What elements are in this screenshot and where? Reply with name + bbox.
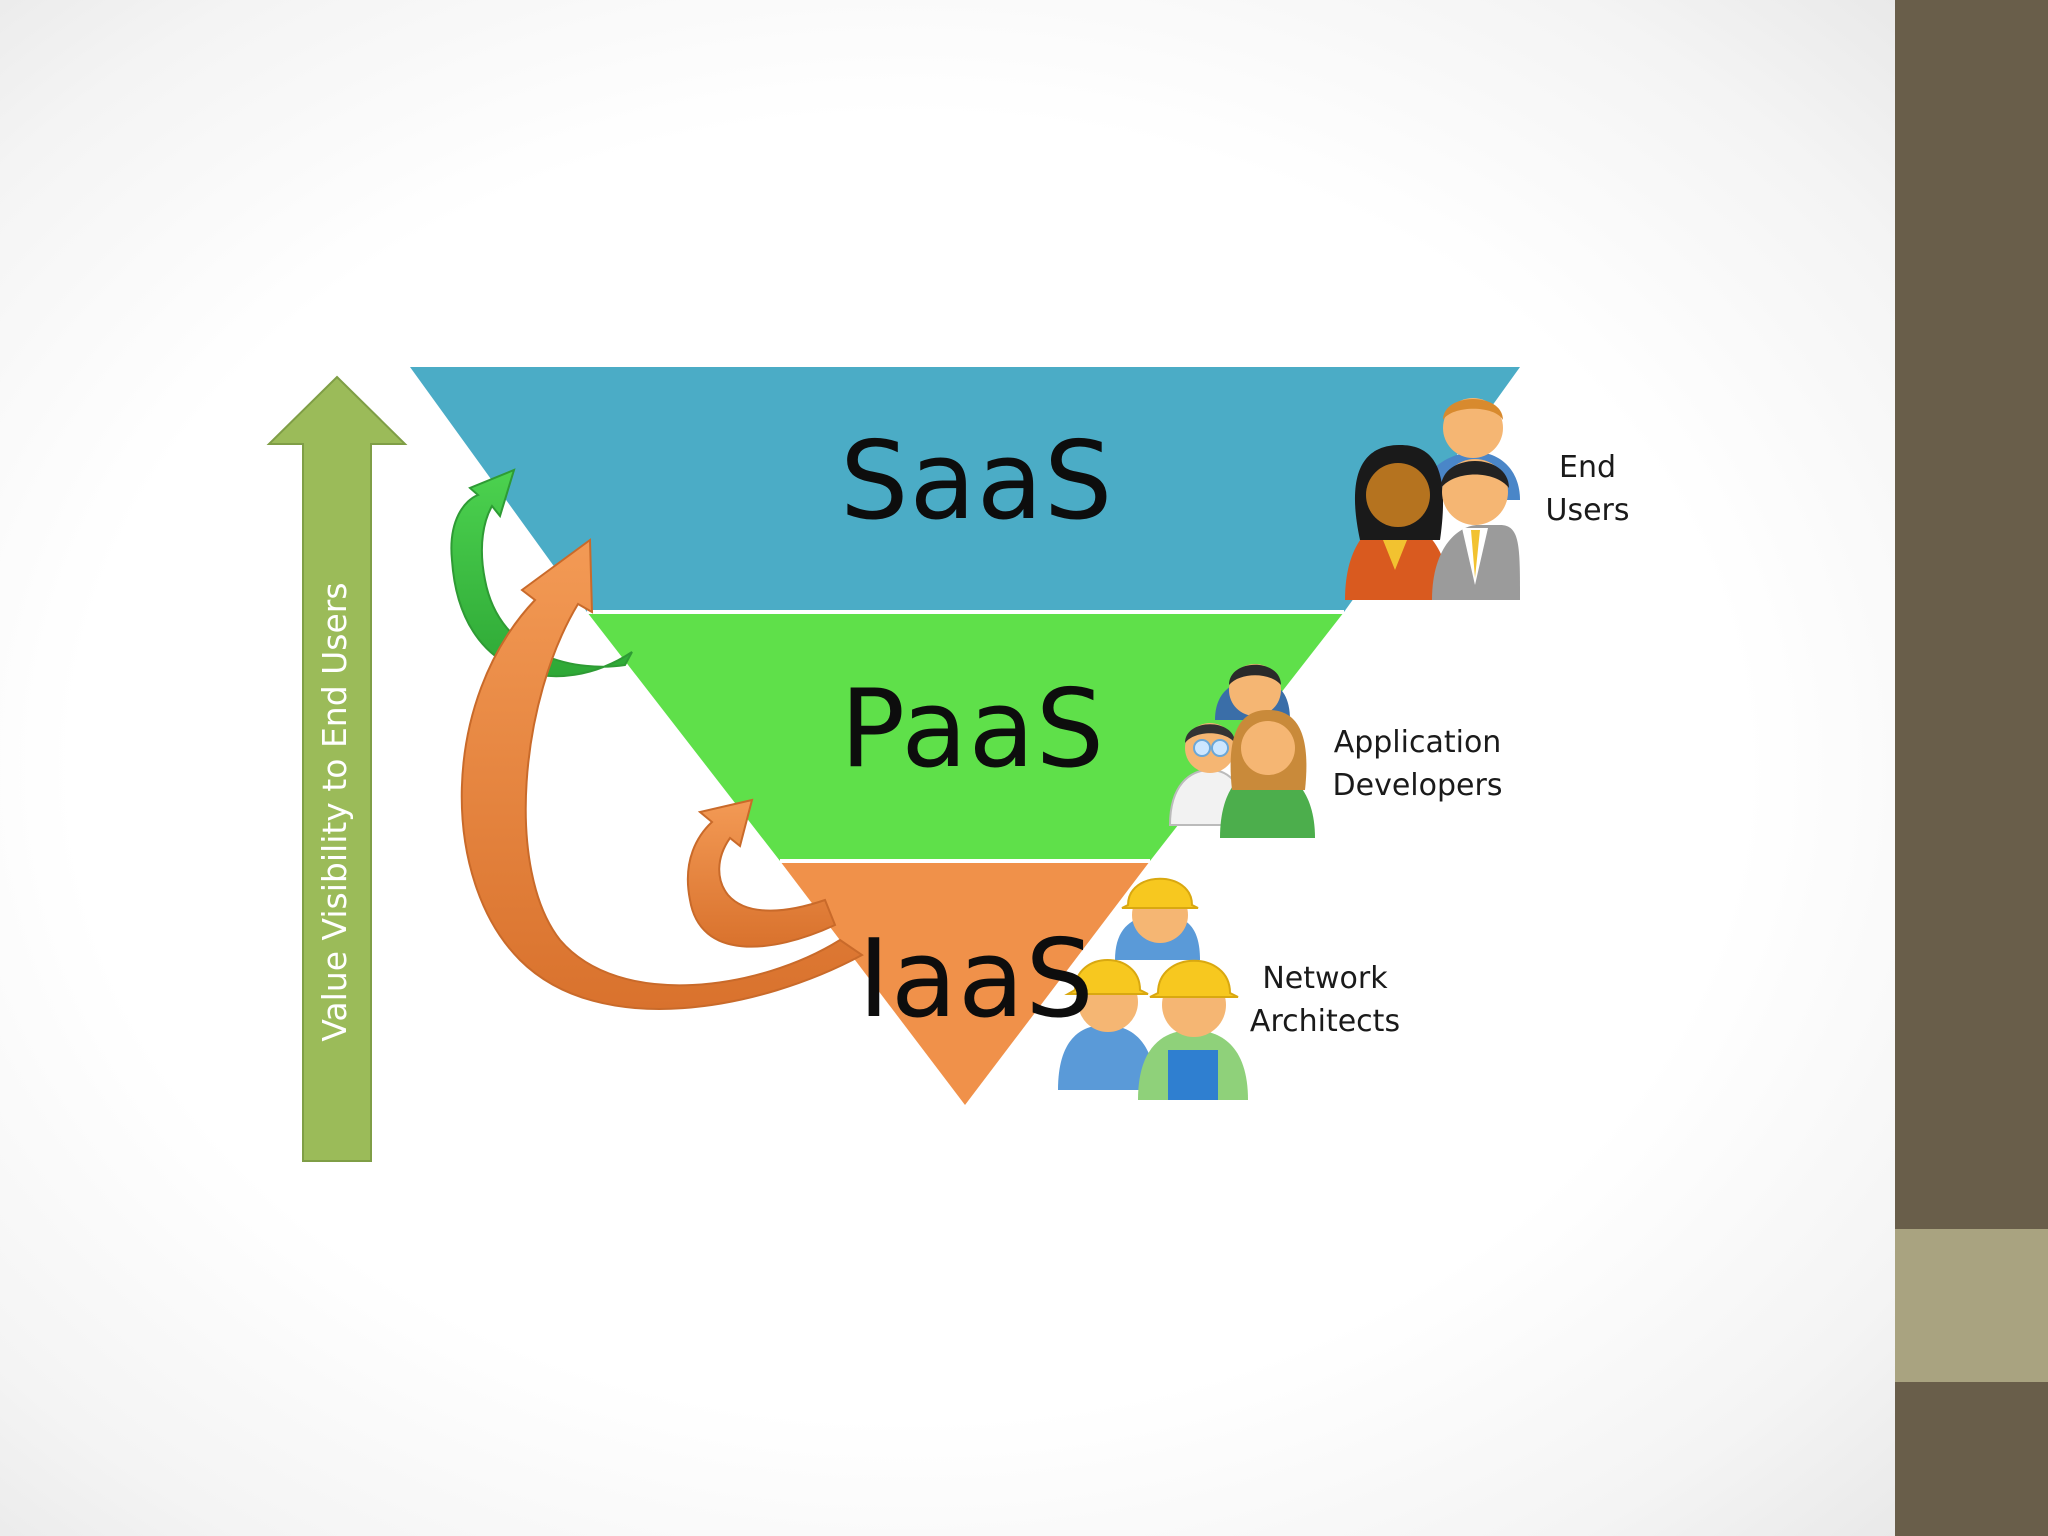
paas-tier-label: PaaS [840, 667, 1106, 792]
iaas-to-paas-arrow [686, 798, 837, 948]
saas-tier-band [410, 367, 1520, 612]
sidebar-accent-block [1895, 1229, 2048, 1382]
value-axis-arrow [266, 375, 408, 1162]
application-developers-label: Application Developers [1332, 725, 1503, 803]
saas-tier-label: SaaS [840, 419, 1114, 544]
iaas-tier-band [780, 861, 1150, 1105]
network-architects-label: Network Architects [1249, 961, 1401, 1039]
end-users-label: End Users [1545, 450, 1630, 528]
developers-icon [1168, 664, 1315, 838]
construction-workers-icon [1058, 877, 1248, 1100]
value-axis-label: Value Visibility to End Users [315, 582, 354, 1042]
paas-tier-band [587, 612, 1344, 861]
iaas-tier-label: IaaS [858, 917, 1095, 1042]
end-users-icon [1345, 398, 1520, 600]
iaas-to-saas-arrow [460, 538, 864, 1010]
